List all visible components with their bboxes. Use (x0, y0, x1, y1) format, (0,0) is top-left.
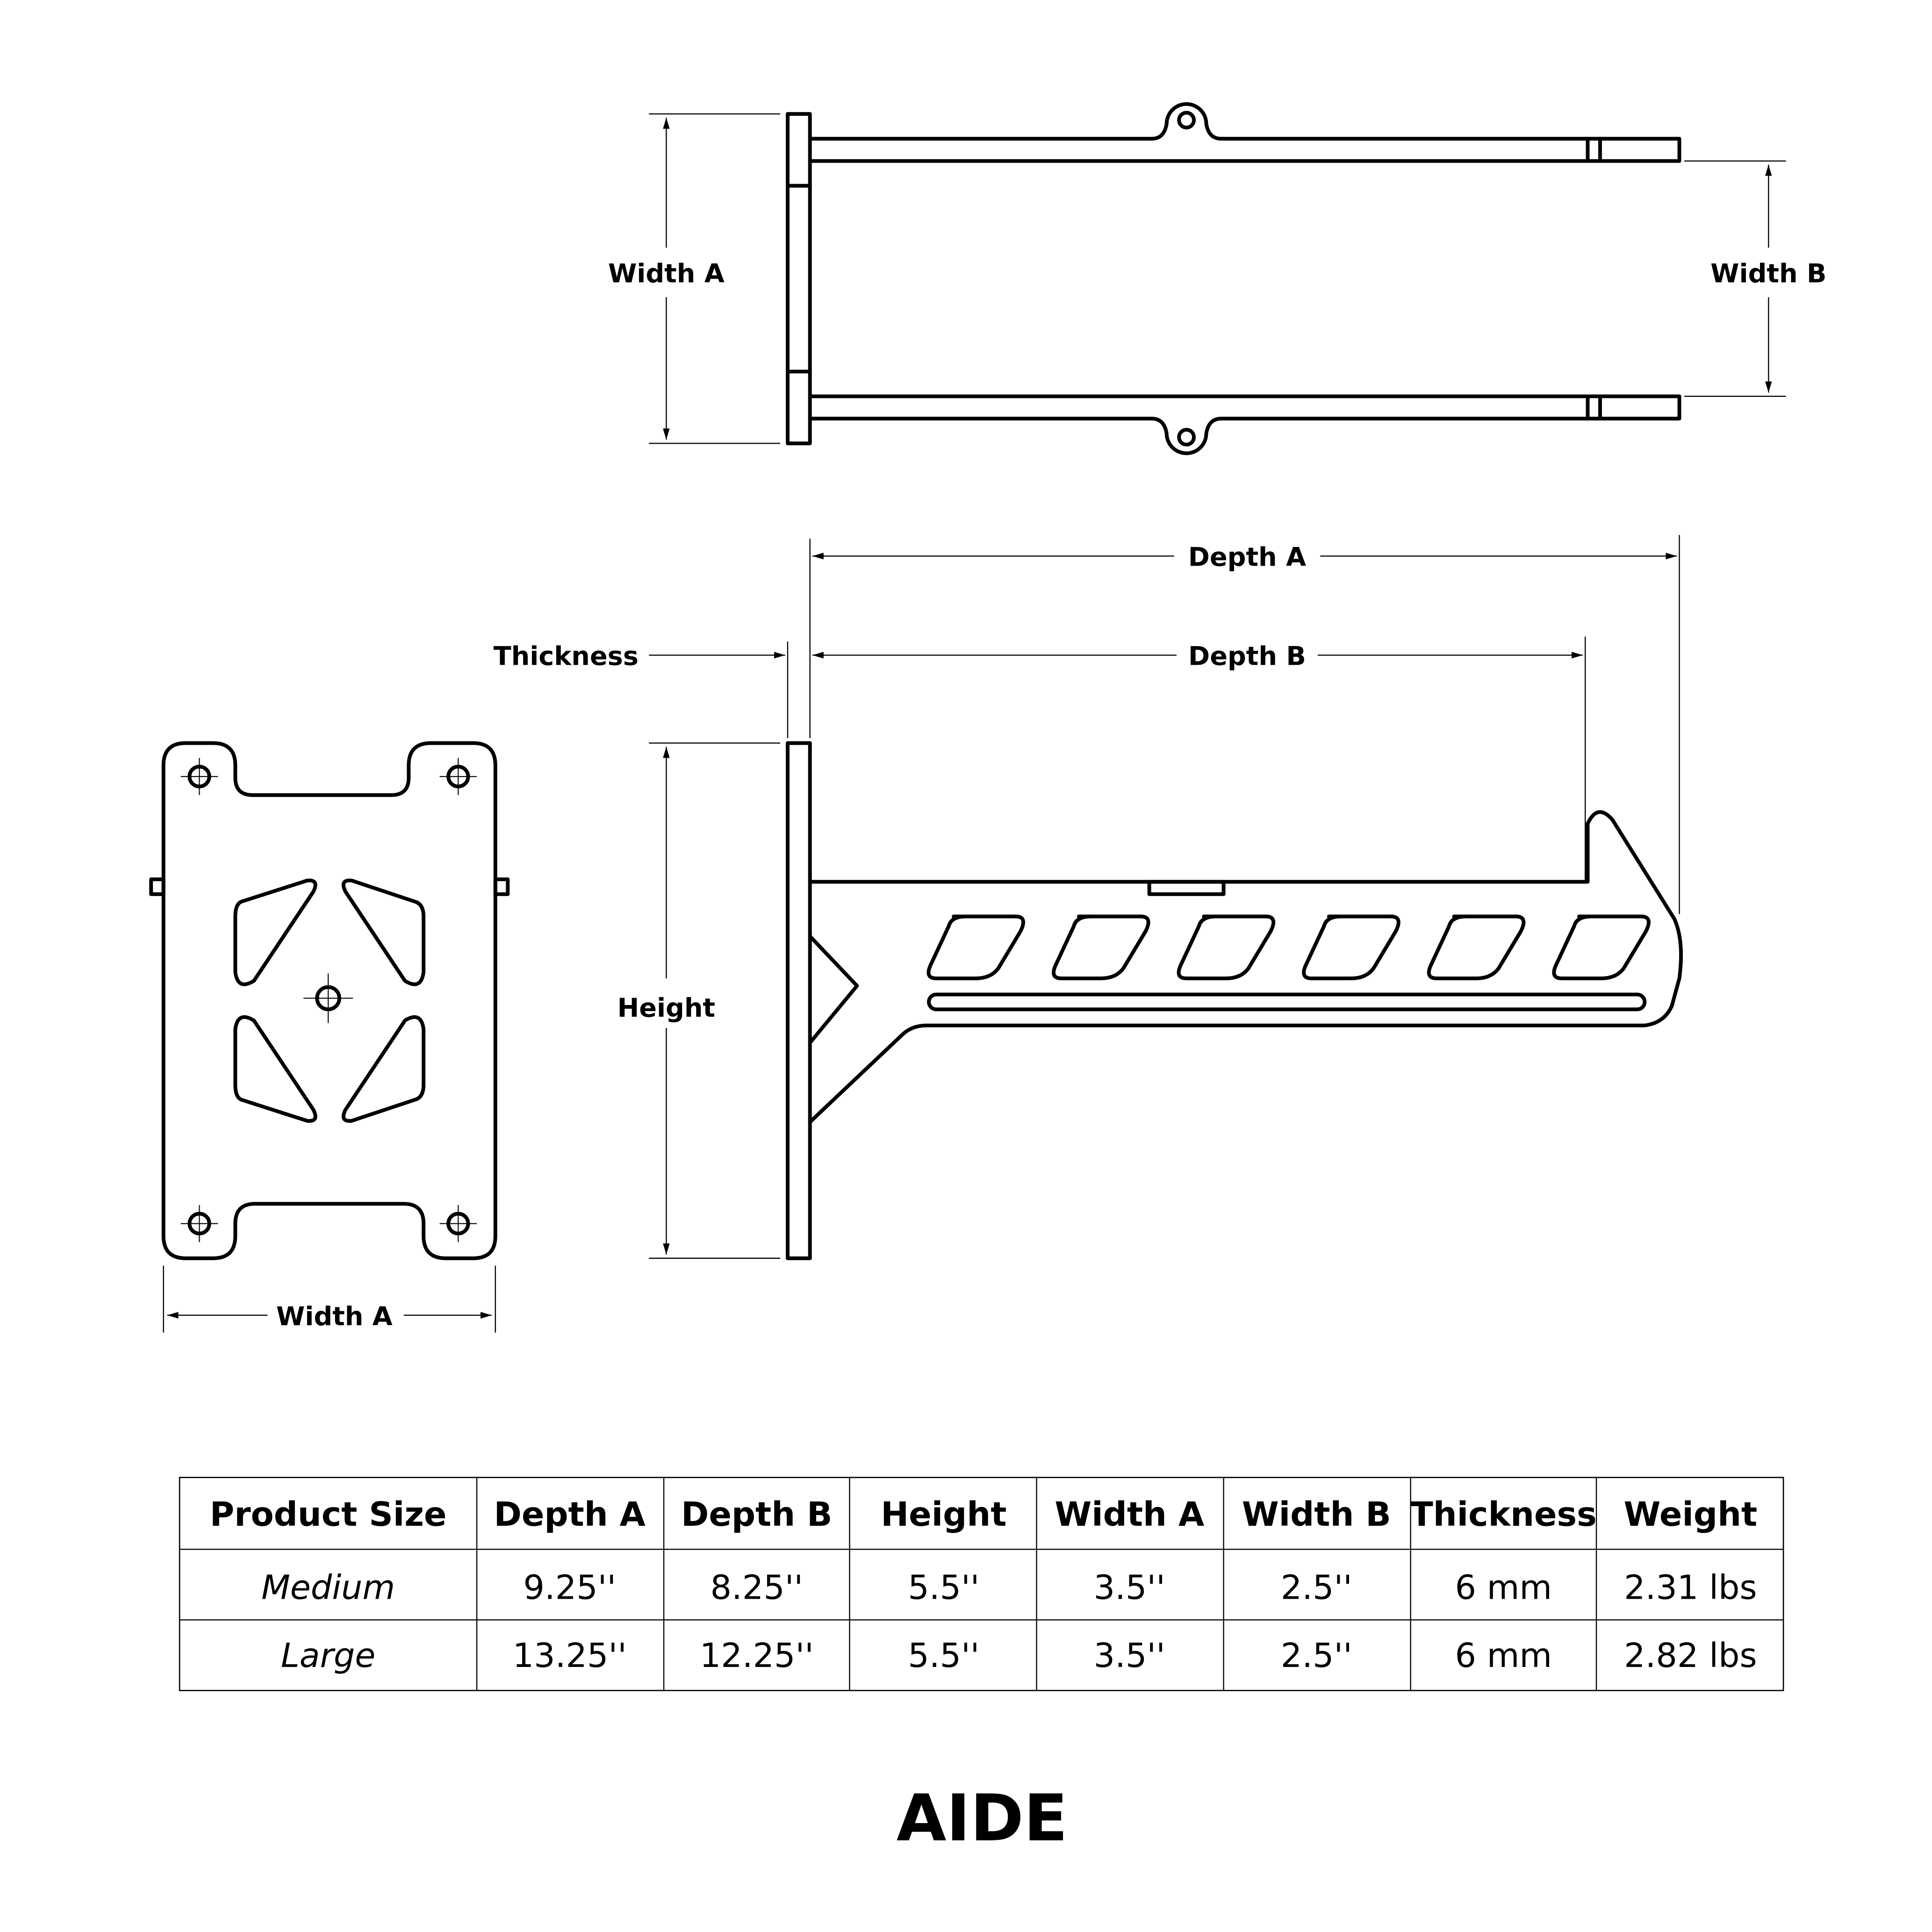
cutouts (926, 914, 1651, 980)
cell-width-a: 3.5'' (1094, 1568, 1165, 1607)
cell-size: Large (281, 1636, 375, 1675)
cell-depth-a: 9.25'' (523, 1568, 616, 1607)
triangle-cutouts (233, 878, 426, 1123)
height-label: Height (618, 993, 715, 1023)
arm-top (808, 102, 1681, 163)
cell-depth-b: 8.25'' (710, 1568, 803, 1607)
cell-weight: 2.31 lbs (1624, 1568, 1757, 1607)
header-depth-b: Depth B (681, 1495, 833, 1534)
cell-height: 5.5'' (908, 1636, 979, 1675)
width-b-label: Width B (1710, 259, 1826, 289)
front-plate (161, 741, 497, 1260)
gusset (808, 934, 859, 1045)
mounting-holes (180, 758, 477, 1243)
header-width-a: Width A (1055, 1495, 1204, 1534)
cell-weight: 2.82 lbs (1624, 1636, 1757, 1675)
cell-width-b: 2.5'' (1281, 1636, 1352, 1675)
cell-width-b: 2.5'' (1281, 1568, 1352, 1607)
front-view: Width A (149, 741, 510, 1333)
mounting-plate-top (786, 112, 812, 445)
cell-size: Medium (261, 1568, 395, 1607)
cell-thickness: 6 mm (1455, 1636, 1552, 1675)
product-title: AIDE (897, 1781, 1068, 1856)
header-height: Height (881, 1495, 1006, 1534)
header-width-b: Width B (1242, 1495, 1391, 1534)
depth-a-label: Depth A (1188, 542, 1306, 573)
side-view: Depth A Depth B Thickness Height (494, 535, 1683, 1260)
width-a-label: Width A (608, 259, 725, 289)
depth-b-label: Depth B (1188, 641, 1306, 672)
cell-thickness: 6 mm (1455, 1568, 1552, 1607)
cell-depth-a: 13.25'' (513, 1636, 627, 1675)
cell-height: 5.5'' (908, 1568, 979, 1607)
slot (927, 992, 1647, 1012)
cell-depth-b: 12.25'' (700, 1636, 814, 1675)
header-product-size: Product Size (210, 1495, 447, 1534)
thickness-label: Thickness (494, 641, 639, 672)
arm-profile (808, 810, 1683, 1124)
header-depth-a: Depth A (494, 1495, 646, 1534)
table-row: Medium 9.25'' 8.25'' 5.5'' 3.5'' 2.5'' 6… (261, 1568, 1757, 1607)
top-view: Width A Width B (608, 102, 1826, 455)
arm-bottom (808, 394, 1681, 455)
header-thickness: Thickness (1410, 1495, 1597, 1534)
dimensions-table: Product Size Depth A Depth B Height Widt… (179, 1477, 1784, 1691)
table-row: Large 13.25'' 12.25'' 5.5'' 3.5'' 2.5'' … (281, 1636, 1757, 1675)
table-header: Product Size Depth A Depth B Height Widt… (210, 1495, 1757, 1534)
mounting-plate-side (786, 741, 812, 1260)
header-weight: Weight (1624, 1495, 1758, 1534)
front-width-a-label: Width A (276, 1301, 393, 1332)
cell-width-a: 3.5'' (1094, 1636, 1165, 1675)
